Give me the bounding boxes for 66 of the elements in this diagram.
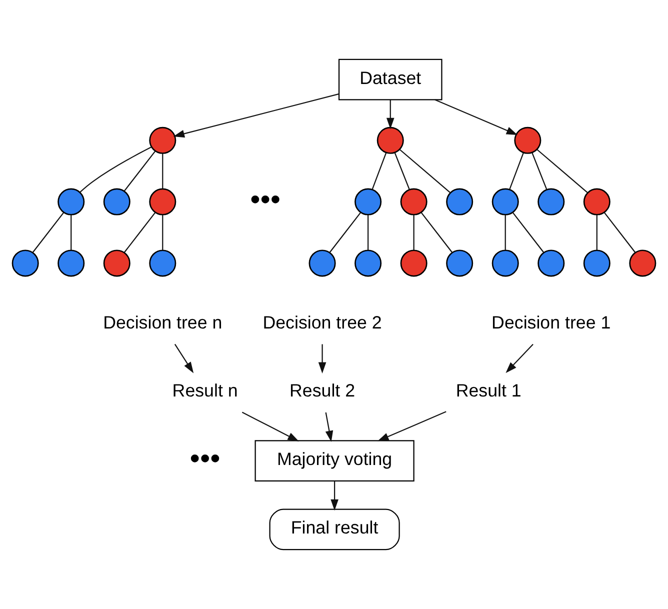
node-circle: [446, 188, 474, 216]
node-circle: [492, 188, 519, 216]
node-circle: [538, 250, 565, 277]
node-circle: [12, 250, 39, 277]
node-circle: [446, 250, 474, 277]
node-text: Decision tree n: [103, 312, 222, 332]
node-circle: [308, 250, 336, 277]
node-circle: [58, 188, 85, 216]
node-circle: [149, 250, 176, 277]
arrow: [386, 100, 394, 130]
connector: [162, 214, 164, 250]
node-circle: [103, 188, 130, 216]
node-circle: [103, 250, 130, 277]
arrow: [318, 344, 326, 374]
node-circle: [492, 250, 519, 277]
connector: [536, 149, 588, 194]
connector: [504, 214, 506, 250]
connector: [124, 212, 156, 253]
connector: [532, 152, 548, 190]
arrow: [325, 412, 334, 442]
arrow: [434, 99, 518, 135]
node-circle: [629, 250, 656, 277]
arrow: [506, 344, 534, 373]
node-circle: [400, 188, 428, 216]
connector: [32, 212, 64, 253]
connector: [413, 214, 414, 250]
connector: [70, 214, 72, 250]
connector: [399, 149, 451, 194]
arrow: [173, 93, 340, 138]
label: •••: [250, 184, 281, 216]
connector: [604, 212, 636, 253]
connector: [162, 154, 164, 189]
node-text: Result 1: [456, 380, 522, 400]
node-text: Decision tree 2: [262, 312, 382, 332]
connector: [596, 214, 598, 250]
connector: [394, 152, 410, 190]
node-box: Dataset: [338, 58, 442, 100]
node-text: Result n: [172, 380, 238, 400]
node-circle: [583, 188, 610, 216]
arrow: [242, 412, 299, 442]
node-circle: [400, 250, 428, 277]
arrow: [378, 411, 446, 442]
node-circle: [149, 188, 176, 216]
node-circle: [376, 126, 404, 154]
node-box: Majority voting: [254, 440, 414, 482]
node-circle: [354, 250, 382, 277]
connector: [512, 212, 544, 253]
connector: [509, 152, 524, 190]
connector: [80, 146, 152, 193]
arrow: [330, 481, 338, 511]
connector: [124, 150, 156, 192]
node-circle: [58, 250, 85, 277]
node-text: Decision tree 1: [492, 312, 611, 332]
node-circle: [583, 250, 610, 277]
node-circle: [149, 126, 176, 154]
node-text: Result 2: [290, 380, 356, 400]
node-circle: [354, 188, 382, 216]
connector: [420, 212, 453, 253]
node-box: Final result: [269, 508, 400, 550]
connector: [368, 214, 369, 250]
node-circle: [538, 188, 565, 216]
label: •••: [190, 442, 220, 475]
node-circle: [514, 126, 542, 154]
connector: [372, 152, 387, 190]
arrow: [174, 344, 194, 374]
connector: [329, 212, 361, 253]
